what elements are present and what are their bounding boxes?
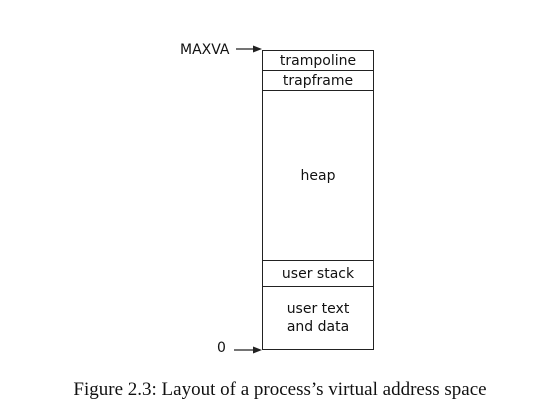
segment-trapframe: trapframe	[262, 70, 374, 91]
segment-heap-label: heap	[300, 167, 336, 184]
zero-address-label: 0	[217, 340, 226, 356]
segment-user-stack-label: user stack	[281, 265, 355, 282]
segment-heap: heap	[262, 90, 374, 261]
maxva-arrow	[236, 45, 262, 53]
segment-user-text-data: user text and data	[262, 286, 374, 350]
figure-caption: Figure 2.3: Layout of a process’s virtua…	[73, 379, 487, 400]
segment-trampoline-label: trampoline	[279, 52, 357, 69]
segment-user-text-data-label: user text and data	[286, 301, 350, 335]
segment-trampoline: trampoline	[262, 50, 374, 71]
segment-trapframe-label: trapframe	[282, 72, 354, 89]
segment-user-stack: user stack	[262, 260, 374, 287]
zero-arrow	[234, 346, 262, 354]
maxva-label: MAXVA	[180, 42, 230, 58]
